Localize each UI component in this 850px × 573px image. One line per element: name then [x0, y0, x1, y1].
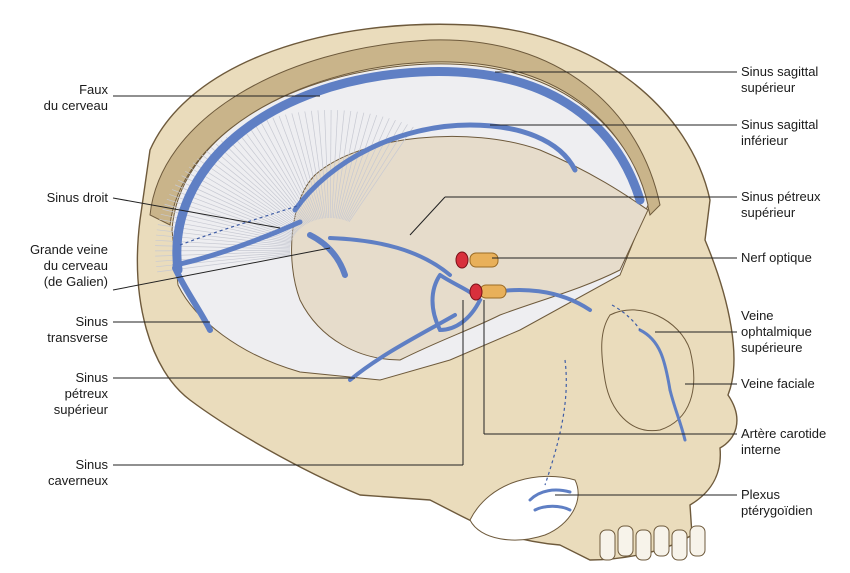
- label-petreux-right: Sinus pétreux supérieur: [741, 189, 821, 221]
- internal-carotid-artery-2: [470, 284, 482, 300]
- label-petreux-left-line1: Sinus: [54, 370, 108, 386]
- tooth: [636, 530, 651, 560]
- label-sagittal-sup: Sinus sagittal supérieur: [741, 64, 818, 96]
- label-caverneux: Sinus caverneux: [48, 457, 108, 489]
- label-sagittal-sup-line2: supérieur: [741, 80, 818, 96]
- label-galien: Grande veine du cerveau (de Galien): [30, 242, 108, 290]
- label-faciale: Veine faciale: [741, 376, 815, 392]
- label-carotide-line1: Artère carotide: [741, 426, 826, 442]
- label-ophtalmique-line1: Veine: [741, 308, 812, 324]
- label-sagittal-inf-line2: inférieur: [741, 133, 818, 149]
- tooth: [654, 526, 669, 556]
- label-transverse-line2: transverse: [47, 330, 108, 346]
- label-faux: Faux du cerveau: [44, 82, 108, 114]
- label-petreux-left-line3: supérieur: [54, 402, 108, 418]
- label-ophtalmique: Veine ophtalmique supérieure: [741, 308, 812, 356]
- tooth: [618, 526, 633, 556]
- label-ophtalmique-line3: supérieure: [741, 340, 812, 356]
- optic-nerve: [470, 253, 498, 267]
- optic-nerve-2: [480, 285, 506, 298]
- label-faciale-line1: Veine faciale: [741, 376, 815, 392]
- label-pterygoidien-line1: Plexus: [741, 487, 813, 503]
- label-nerf-optique-line1: Nerf optique: [741, 250, 812, 266]
- label-pterygoidien: Plexus ptérygoïdien: [741, 487, 813, 519]
- label-faux-line1: Faux: [44, 82, 108, 98]
- label-carotide: Artère carotide interne: [741, 426, 826, 458]
- label-sinus-droit-line1: Sinus droit: [47, 190, 108, 206]
- label-petreux-right-line1: Sinus pétreux: [741, 189, 821, 205]
- label-ophtalmique-line2: ophtalmique: [741, 324, 812, 340]
- label-transverse: Sinus transverse: [47, 314, 108, 346]
- label-pterygoidien-line2: ptérygoïdien: [741, 503, 813, 519]
- label-petreux-left: Sinus pétreux supérieur: [54, 370, 108, 418]
- label-galien-line1: Grande veine: [30, 242, 108, 258]
- label-galien-line2: du cerveau: [30, 258, 108, 274]
- label-carotide-line2: interne: [741, 442, 826, 458]
- tooth: [672, 530, 687, 560]
- label-sagittal-inf: Sinus sagittal inférieur: [741, 117, 818, 149]
- label-galien-line3: (de Galien): [30, 274, 108, 290]
- label-faux-line2: du cerveau: [44, 98, 108, 114]
- label-caverneux-line1: Sinus: [48, 457, 108, 473]
- label-petreux-left-line2: pétreux: [54, 386, 108, 402]
- tooth: [690, 526, 705, 556]
- internal-carotid-artery: [456, 252, 468, 268]
- label-sagittal-sup-line1: Sinus sagittal: [741, 64, 818, 80]
- label-sinus-droit: Sinus droit: [47, 190, 108, 206]
- label-sagittal-inf-line1: Sinus sagittal: [741, 117, 818, 133]
- label-transverse-line1: Sinus: [47, 314, 108, 330]
- label-nerf-optique: Nerf optique: [741, 250, 812, 266]
- label-petreux-right-line2: supérieur: [741, 205, 821, 221]
- label-caverneux-line2: caverneux: [48, 473, 108, 489]
- tooth: [600, 530, 615, 560]
